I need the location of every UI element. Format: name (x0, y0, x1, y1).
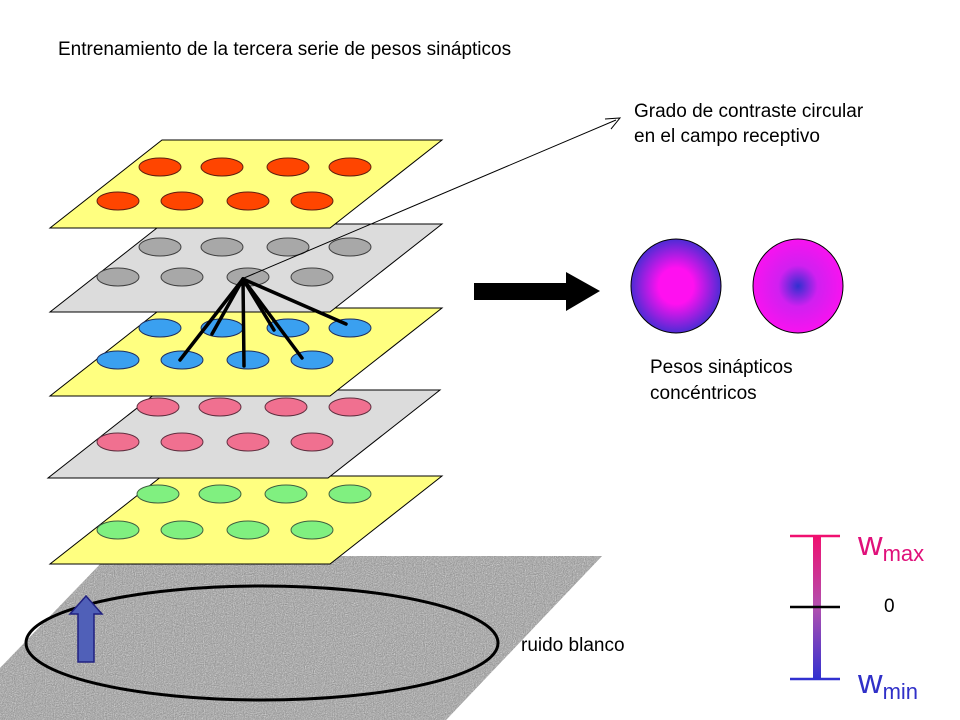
synaptic-connections (178, 277, 348, 368)
layer-4 (46, 389, 442, 479)
cell (200, 157, 244, 177)
cell (328, 237, 372, 257)
page-title: Entrenamiento de la tercera serie de pes… (58, 39, 512, 60)
layer-plane (48, 139, 444, 229)
weights-disk-off-center (752, 238, 844, 334)
cell (200, 237, 244, 257)
cell (200, 318, 244, 338)
cell (266, 157, 310, 177)
layer-5 (48, 475, 444, 565)
layer-2 (48, 223, 444, 313)
weights-disk-on-center (630, 238, 722, 334)
w-min-symbol: w (858, 663, 883, 701)
cell-group-green (96, 484, 372, 540)
receptive-field-label-line1: Grado de contraste circular (634, 101, 864, 122)
cell-group-gray (96, 237, 372, 287)
cell (96, 432, 140, 452)
cell (138, 157, 182, 177)
cell (96, 267, 140, 287)
cell (264, 397, 308, 417)
zero-label: 0 (884, 596, 895, 617)
cell-group-red (96, 157, 372, 211)
cell (226, 350, 270, 370)
layer-1 (48, 139, 444, 229)
cell (138, 237, 182, 257)
up-arrow-icon (68, 594, 104, 663)
w-max-subscript: max (882, 541, 925, 566)
cell (328, 318, 372, 338)
w-max-symbol: w (858, 525, 883, 563)
arrowhead (604, 117, 622, 130)
cell (328, 157, 372, 177)
w-max-label: wmax (858, 526, 924, 572)
cell (160, 432, 204, 452)
cell (138, 318, 182, 338)
cell (328, 484, 372, 504)
cell (160, 267, 204, 287)
synapse-line (241, 277, 348, 326)
w-min-label: wmin (858, 664, 918, 710)
cell (160, 191, 204, 211)
cell (226, 191, 270, 211)
white-noise-plane (0, 556, 602, 720)
cell (160, 520, 204, 540)
synapse-line (241, 277, 304, 360)
cell (136, 484, 180, 504)
cell (290, 191, 334, 211)
layer-plane (48, 475, 444, 565)
cell (198, 397, 242, 417)
cell (290, 432, 334, 452)
cell (96, 520, 140, 540)
cell (266, 237, 310, 257)
w-min-subscript: min (882, 679, 919, 704)
cell (226, 432, 270, 452)
cell (290, 267, 334, 287)
cell (226, 520, 270, 540)
pointer-line (243, 119, 617, 279)
cell (290, 520, 334, 540)
cell (198, 484, 242, 504)
synapse-line (241, 277, 246, 368)
synapse-line (178, 277, 245, 362)
cell (96, 191, 140, 211)
cell (136, 397, 180, 417)
pointer-arrow (243, 117, 622, 279)
cell-group-pink (96, 397, 372, 452)
cell (264, 484, 308, 504)
right-arrow-icon (474, 272, 600, 311)
layer-3 (48, 307, 444, 397)
weights-label-line1: Pesos sinápticos (650, 357, 793, 378)
cell (96, 350, 140, 370)
white-noise-label: ruido blanco (521, 635, 625, 656)
receptive-field-label-line2: en el campo receptivo (634, 126, 820, 147)
weights-label-line2: concéntricos (650, 383, 757, 404)
synapse-line (210, 277, 245, 336)
weight-color-scale (790, 534, 840, 681)
receptive-field-ellipse (24, 584, 500, 702)
cell (328, 397, 372, 417)
